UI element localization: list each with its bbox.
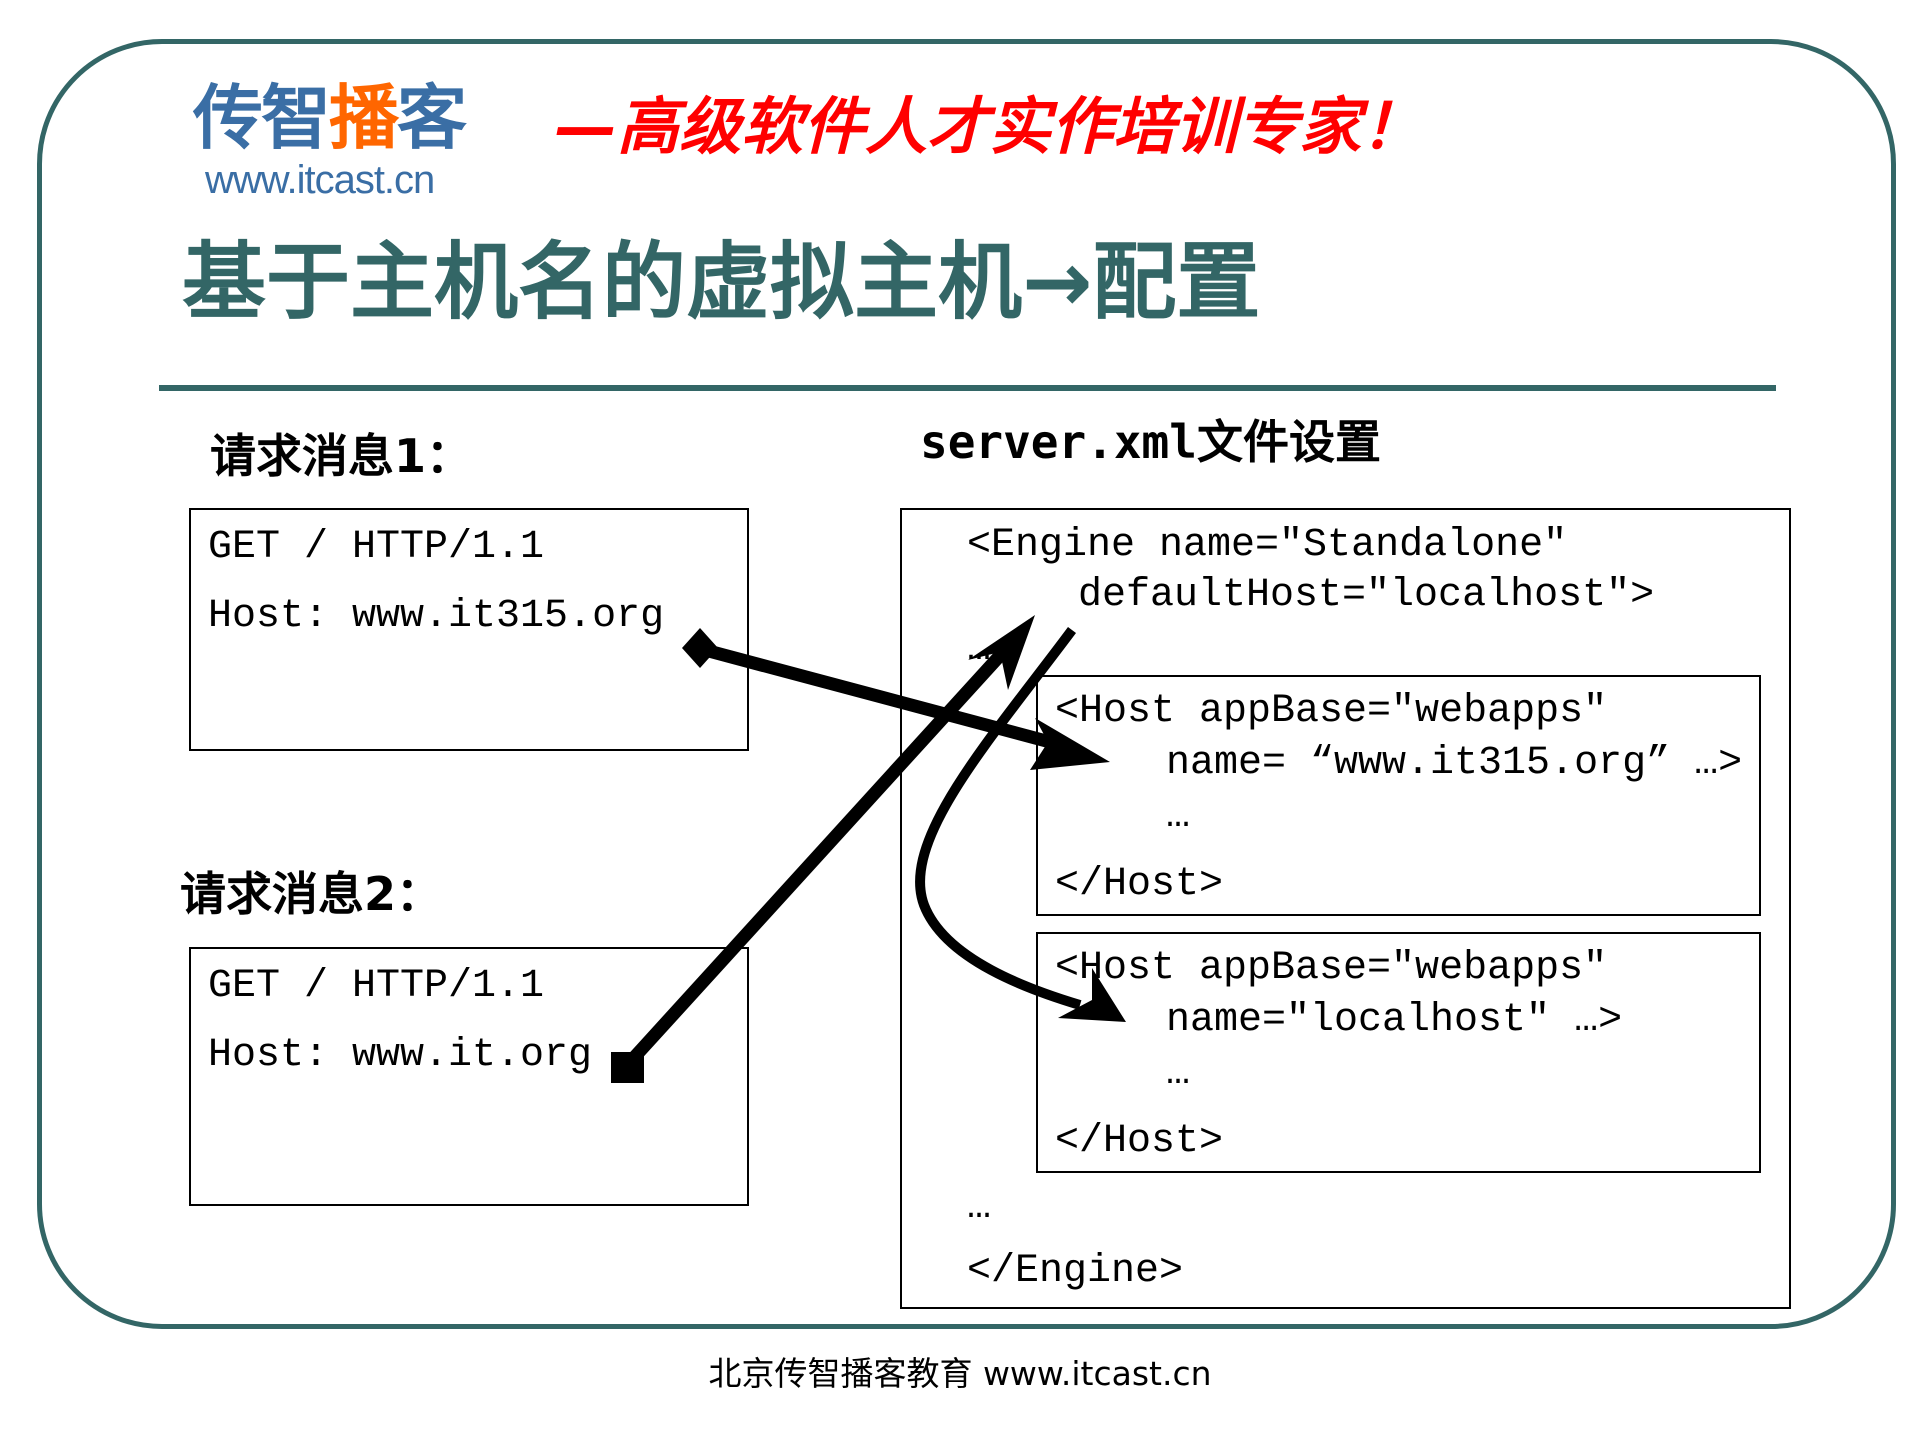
host1-line: </Host>: [1055, 862, 1224, 907]
engine-open-line: defaultHost="localhost">: [1078, 573, 1655, 618]
slide-frame: [37, 39, 1896, 1329]
logo-url: www.itcast.cn: [205, 158, 435, 202]
host1-line: …: [1166, 794, 1191, 839]
host1-line: name= “www.it315.org” …>: [1166, 741, 1743, 786]
request2-label: 请求消息2：: [180, 867, 443, 921]
footer: 北京传智播客教育 www.itcast.cn: [708, 1354, 1212, 1393]
engine-dots-top: …: [967, 627, 992, 672]
itcast-logo: 传智播客 www.itcast.cn: [193, 77, 467, 202]
logo-chars-highlight: 播: [329, 77, 399, 159]
engine-open-line: <Engine name="Standalone": [967, 523, 1568, 568]
logo-chars: 传智: [193, 77, 331, 159]
server-xml-label: server.xml文件设置: [920, 415, 1381, 469]
request2-line: GET / HTTP/1.1: [208, 964, 545, 1009]
request2-box: GET / HTTP/1.1 Host: www.it.org: [189, 947, 749, 1206]
logo-chars: 客: [397, 77, 467, 159]
slogan: —高级软件人才实作培训专家！: [555, 90, 1424, 163]
host2-line: …: [1166, 1051, 1191, 1096]
logo-text: 传智播客: [193, 77, 467, 159]
host1-line: <Host appBase="webapps": [1055, 689, 1608, 734]
request1-label: 请求消息1：: [210, 429, 473, 483]
page-title: 基于主机名的虚拟主机→配置: [182, 233, 1261, 331]
engine-close-line: </Engine>: [967, 1249, 1184, 1294]
engine-dots: …: [967, 1185, 992, 1230]
title-divider: [159, 385, 1776, 391]
request1-box: GET / HTTP/1.1 Host: www.it315.org: [189, 508, 749, 751]
host1-box: <Host appBase="webapps" name= “www.it315…: [1036, 675, 1761, 916]
request2-line: Host: www.it.org: [208, 1033, 593, 1078]
host2-box: <Host appBase="webapps" name="localhost"…: [1036, 932, 1761, 1173]
request1-line: Host: www.it315.org: [208, 594, 665, 639]
host2-line: name="localhost" …>: [1166, 998, 1623, 1043]
host2-line: <Host appBase="webapps": [1055, 946, 1608, 991]
request1-line: GET / HTTP/1.1: [208, 525, 545, 570]
host2-line: </Host>: [1055, 1119, 1224, 1164]
